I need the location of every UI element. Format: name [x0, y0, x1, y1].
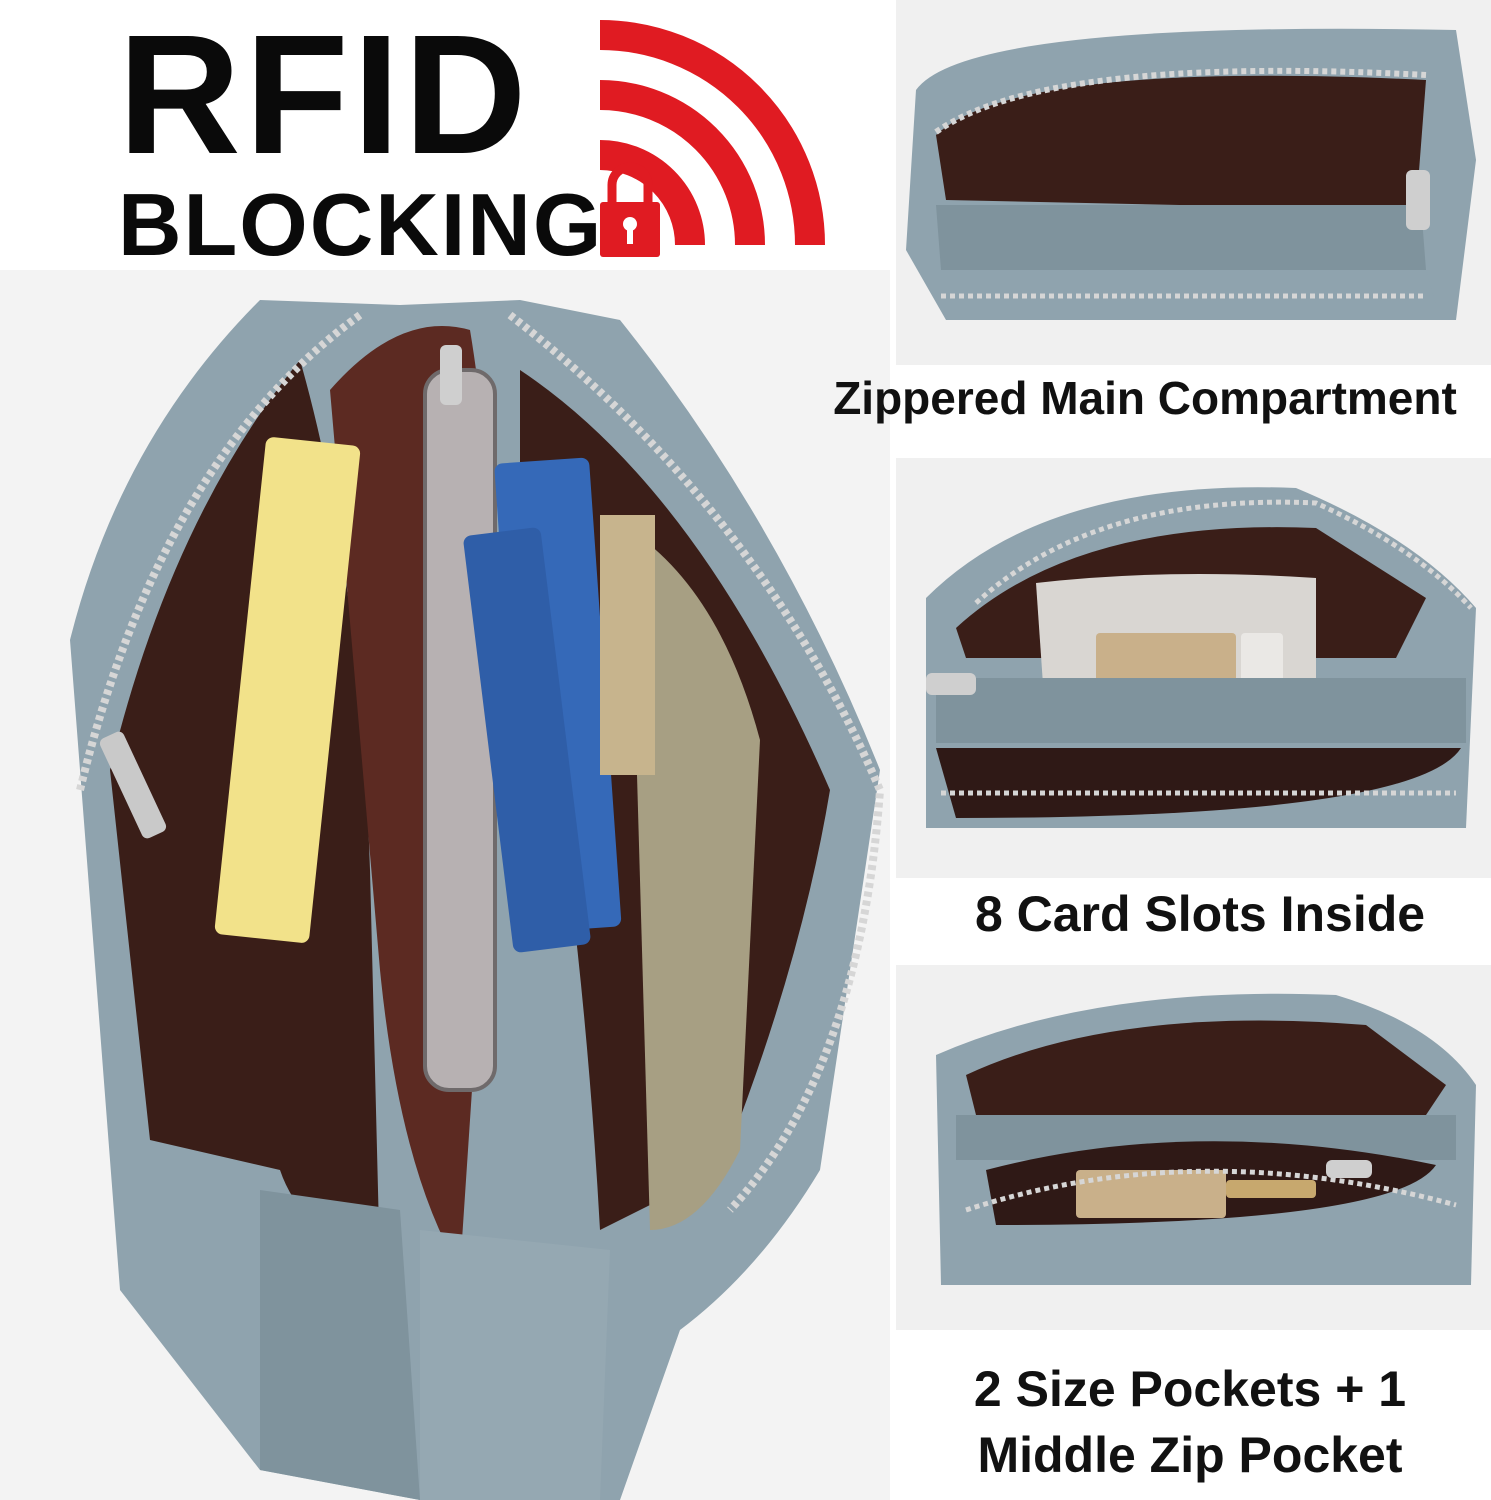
- wallet-main-photo: [0, 270, 890, 1500]
- rfid-heading: RFID: [118, 0, 531, 190]
- main-compartment-photo: [896, 0, 1491, 365]
- card-slots-photo: [896, 458, 1491, 878]
- blocking-heading: BLOCKING: [118, 175, 604, 274]
- lock-icon: [600, 162, 660, 257]
- caption-pockets-line2: Middle Zip Pocket: [977, 1427, 1403, 1483]
- caption-pockets: 2 Size Pockets + 1 Middle Zip Pocket: [900, 1356, 1480, 1488]
- rfid-signal-lock-icon: [599, 20, 825, 257]
- pockets-photo: [896, 965, 1491, 1330]
- caption-card-slots: 8 Card Slots Inside: [974, 886, 1426, 942]
- caption-main-compartment: Zippered Main Compartment: [833, 372, 1457, 424]
- caption-pockets-line1: 2 Size Pockets + 1: [973, 1361, 1407, 1417]
